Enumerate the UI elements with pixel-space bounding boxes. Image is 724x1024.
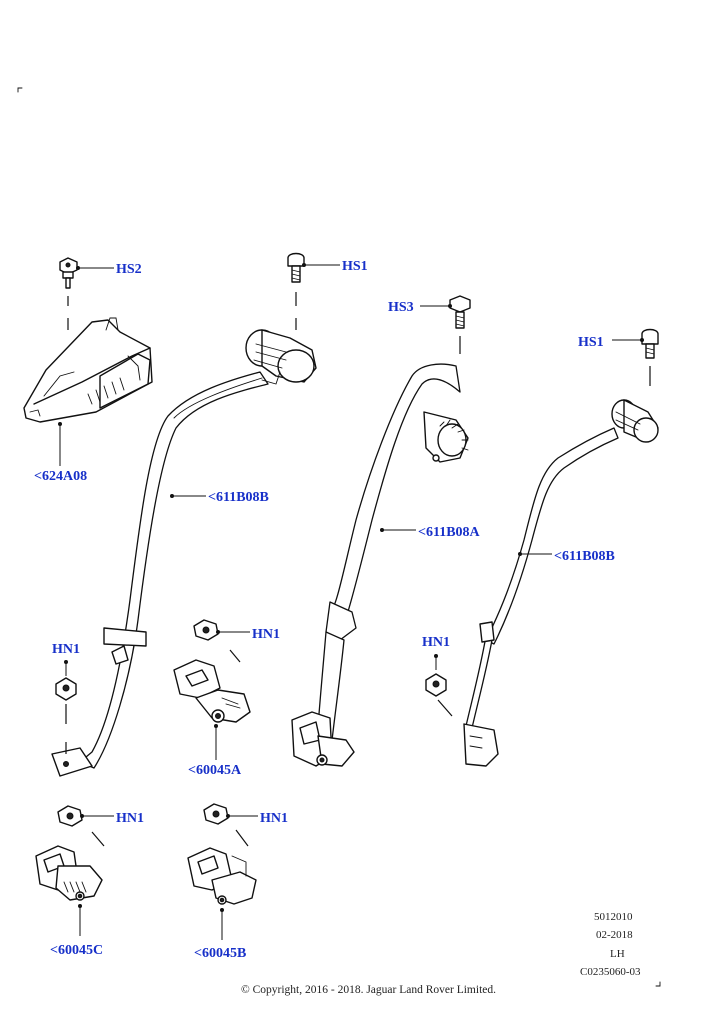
callout-hn1-buckle-c: HN1 [116,811,144,826]
callout-611b08b-left: <611B08B [208,490,269,505]
callout-hs1-left: HS1 [342,259,368,274]
callout-hs2: HS2 [116,262,142,277]
callout-hn1-buckle-a: HN1 [252,627,280,642]
callout-hs1-right: HS1 [578,335,604,350]
buckle-60045b [187,847,257,905]
nut-hn1-buckle-a [193,619,219,641]
side-code: LH [610,948,625,960]
trim-bracket [23,317,153,423]
ref-number: 5012010 [594,911,633,923]
callout-60045c: <60045C [50,943,103,958]
callout-624a08: <624A08 [34,469,87,484]
callout-hn1-left: HN1 [52,642,80,657]
corner-mark-top-left [17,87,23,93]
callout-hn1-right: HN1 [422,635,450,650]
callout-hn1-buckle-b: HN1 [260,811,288,826]
seat-belt-assembly-center [291,363,469,767]
buckle-60045c [35,845,103,901]
nut-hn1-buckle-b [203,803,229,825]
callout-60045a: <60045A [188,763,242,778]
seat-belt-assembly-right [463,399,659,767]
callout-hs3: HS3 [388,300,414,315]
seat-belt-assembly-left [51,329,317,777]
buckle-60045a [173,659,251,723]
bolt-hs3 [449,295,471,329]
date-code: 02-2018 [596,929,633,941]
callout-60045b: <60045B [194,946,246,961]
bolt-hs1-right [641,328,659,359]
illustration-code: C0235060-03 [580,966,641,978]
callout-611b08a: <611B08A [418,525,481,540]
bolt-hs2 [59,257,78,289]
nut-hn1-right [425,673,447,697]
corner-mark-bottom-right [655,981,661,987]
callout-611b08b-right: <611B08B [554,549,615,564]
nut-hn1-buckle-c [57,805,83,827]
nut-hn1-left [55,677,77,701]
bolt-hs1-left [287,252,305,283]
copyright-notice: © Copyright, 2016 - 2018. Jaguar Land Ro… [241,984,496,996]
